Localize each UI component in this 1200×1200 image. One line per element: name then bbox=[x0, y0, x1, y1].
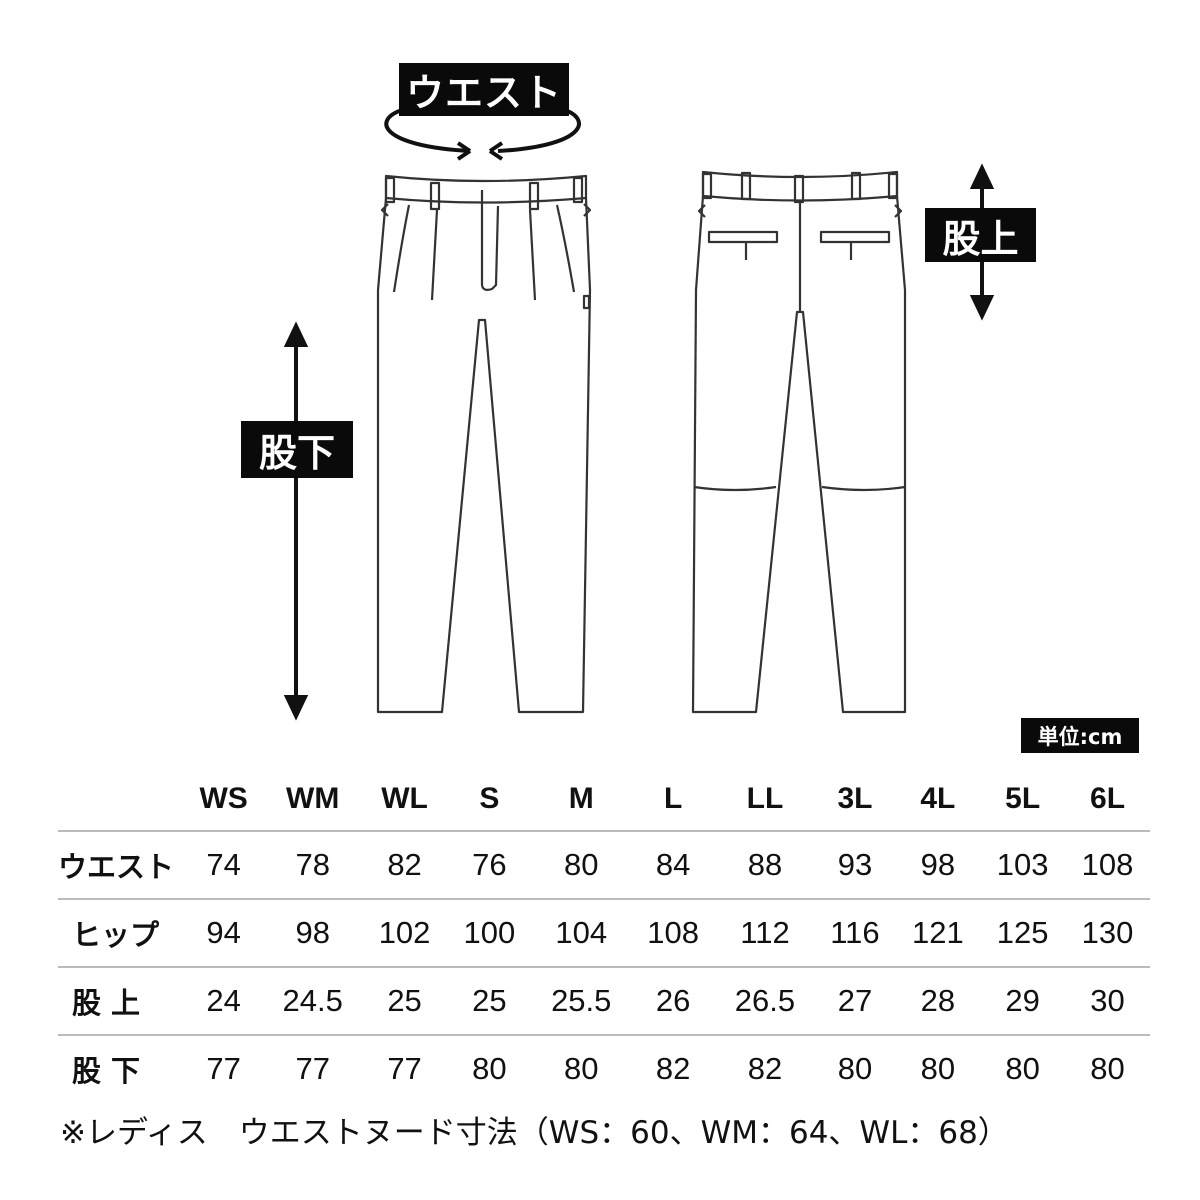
table-cell: 102 bbox=[378, 915, 431, 950]
table-cell: 94 bbox=[206, 915, 241, 950]
table-cell: 29 bbox=[1005, 983, 1040, 1018]
footnote: ※レディス ウエストヌード寸法（WS：60、WM：64、WL：68） bbox=[60, 1115, 1009, 1151]
table-cell: 78 bbox=[295, 847, 330, 882]
table-cell: 26.5 bbox=[734, 983, 796, 1018]
table-cell: 80 bbox=[564, 1051, 599, 1086]
inseam-arrow-icon bbox=[283, 321, 309, 721]
row-label-rise: 股上 bbox=[72, 986, 151, 1020]
pants-diagram bbox=[283, 108, 995, 721]
size-header: 4L bbox=[920, 782, 956, 815]
row-label-inseam: 股下 bbox=[72, 1054, 151, 1088]
table-cell: 121 bbox=[911, 915, 964, 950]
table-cell: 74 bbox=[206, 847, 241, 882]
table-cell: 80 bbox=[1090, 1051, 1125, 1086]
inseam-label: 股下 bbox=[241, 421, 353, 478]
table-cell: 77 bbox=[206, 1051, 241, 1086]
table-cell: 82 bbox=[387, 847, 422, 882]
table-cell: 77 bbox=[295, 1051, 330, 1086]
table-cell: 103 bbox=[996, 847, 1049, 882]
pants-back-icon bbox=[691, 170, 907, 714]
size-header: M bbox=[568, 782, 594, 815]
table-cell: 80 bbox=[920, 1051, 956, 1086]
rise-label: 股上 bbox=[925, 208, 1036, 262]
corner-cell bbox=[58, 768, 184, 831]
table-cell: 25.5 bbox=[551, 983, 612, 1018]
waist-arrow-icon bbox=[384, 108, 581, 161]
table-cell: 88 bbox=[747, 847, 783, 882]
table-row: 股下 77 77 77 80 80 82 82 80 80 80 80 bbox=[58, 1035, 1150, 1102]
row-label-hip: ヒップ bbox=[72, 918, 160, 952]
rise-arrow-icon bbox=[969, 163, 995, 321]
size-header: S bbox=[479, 782, 500, 815]
table-cell: 77 bbox=[387, 1051, 422, 1086]
size-header: L bbox=[663, 782, 683, 815]
pants-front-icon bbox=[376, 174, 592, 714]
table-row: ウエスト 74 78 82 76 80 84 88 93 98 103 108 bbox=[58, 831, 1150, 899]
table-cell: 82 bbox=[747, 1051, 783, 1086]
table-cell: 98 bbox=[920, 847, 956, 882]
table-cell: 84 bbox=[655, 847, 691, 882]
table-row: 股上 24 24.5 25 25 25.5 26 26.5 27 28 29 3… bbox=[58, 967, 1150, 1035]
size-header: WL bbox=[381, 782, 428, 815]
table-cell: 25 bbox=[387, 983, 422, 1018]
table-cell: 100 bbox=[463, 915, 516, 950]
table-cell: 98 bbox=[295, 915, 330, 950]
row-label-waist: ウエスト bbox=[58, 850, 175, 884]
table-cell: 82 bbox=[655, 1051, 691, 1086]
table-cell: 30 bbox=[1090, 983, 1125, 1018]
table-cell: 80 bbox=[472, 1051, 507, 1086]
table-row: ヒップ 94 98 102 100 104 108 112 116 121 12… bbox=[58, 899, 1150, 967]
table-cell: 26 bbox=[655, 983, 691, 1018]
table-cell: 80 bbox=[564, 847, 599, 882]
table-cell: 28 bbox=[920, 983, 956, 1018]
table-cell: 116 bbox=[830, 915, 880, 950]
table-cell: 80 bbox=[837, 1051, 873, 1086]
size-header-row: WS WM WL S M L LL 3L 4L 5L 6L bbox=[58, 768, 1150, 831]
table-cell: 108 bbox=[647, 915, 699, 950]
size-header: WM bbox=[286, 782, 340, 815]
table-cell: 125 bbox=[996, 915, 1049, 950]
table-cell: 104 bbox=[555, 915, 608, 950]
size-header: 3L bbox=[837, 782, 873, 815]
table-cell: 93 bbox=[837, 847, 873, 882]
table-cell: 112 bbox=[740, 915, 790, 950]
waist-label: ウエスト bbox=[399, 63, 569, 116]
table-cell: 80 bbox=[1005, 1051, 1040, 1086]
table-cell: 27 bbox=[837, 983, 873, 1018]
table-cell: 24 bbox=[206, 983, 241, 1018]
unit-badge: 単位:cm bbox=[1021, 718, 1139, 753]
size-header: LL bbox=[746, 782, 784, 815]
table-cell: 24.5 bbox=[282, 983, 343, 1018]
size-header: 5L bbox=[1005, 782, 1041, 815]
table-cell: 108 bbox=[1081, 847, 1134, 882]
table-cell: 130 bbox=[1081, 915, 1134, 950]
size-table: WS WM WL S M L LL 3L 4L 5L 6L ウエスト 74 78… bbox=[58, 768, 1150, 1102]
table-cell: 76 bbox=[472, 847, 507, 882]
size-header: WS bbox=[199, 782, 248, 815]
size-header: 6L bbox=[1090, 782, 1126, 815]
table-cell: 25 bbox=[472, 983, 507, 1018]
